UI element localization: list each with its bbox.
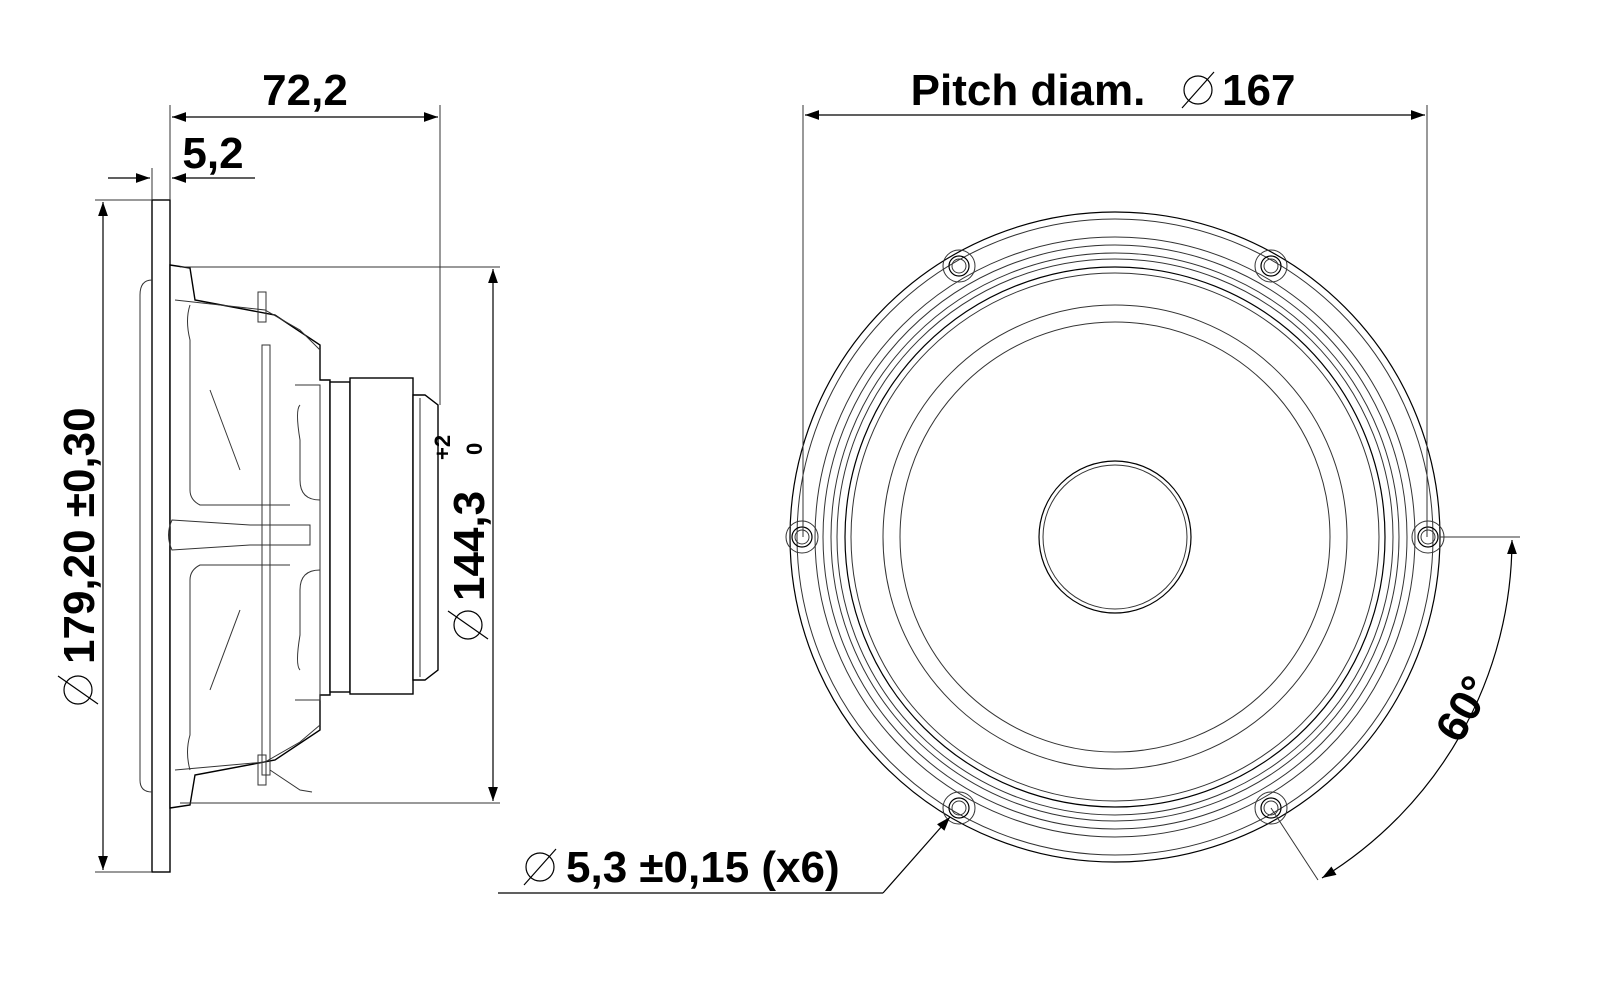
cutout-tolerance-lower: 0 xyxy=(462,443,487,455)
surround xyxy=(844,266,1386,808)
diameter-symbol-icon xyxy=(1181,71,1215,109)
top-plate xyxy=(329,381,351,693)
dust-cap xyxy=(1038,460,1192,614)
outer-diameter-dimension: 179,20 ±0,30 xyxy=(55,407,104,664)
diameter-symbol-icon xyxy=(523,848,557,886)
hole-spec: 5,3 ±0,15 (x6) xyxy=(566,843,840,892)
pitch-diameter-label: Pitch diam. xyxy=(911,66,1146,115)
mounting-holes xyxy=(785,249,1445,825)
cutout-diameter-dimension: 144,3 xyxy=(445,491,494,601)
basket xyxy=(168,264,331,809)
pitch-diameter-value: 167 xyxy=(1222,66,1295,115)
hole-angle-dimension: 60° xyxy=(1426,668,1502,750)
hole-leader xyxy=(882,816,951,894)
flange xyxy=(151,199,171,873)
front-view: Pitch diam. 167 60° 5,3 ±0,15 (x6) xyxy=(498,66,1520,894)
magnet xyxy=(349,377,414,695)
side-view: 72,2 5,2 179,20 ±0,30 144,3 +2 xyxy=(55,66,500,873)
diameter-symbol-icon xyxy=(447,610,489,640)
frame-outer xyxy=(789,211,1441,863)
gasket xyxy=(139,279,153,793)
flange-thickness-dimension: 5,2 xyxy=(182,129,243,178)
cutout-tolerance-upper: +2 xyxy=(430,435,455,460)
back-plate xyxy=(412,394,439,681)
hole-angle-arc xyxy=(1321,539,1517,879)
depth-dimension: 72,2 xyxy=(262,66,348,115)
diameter-symbol-icon xyxy=(57,675,99,705)
